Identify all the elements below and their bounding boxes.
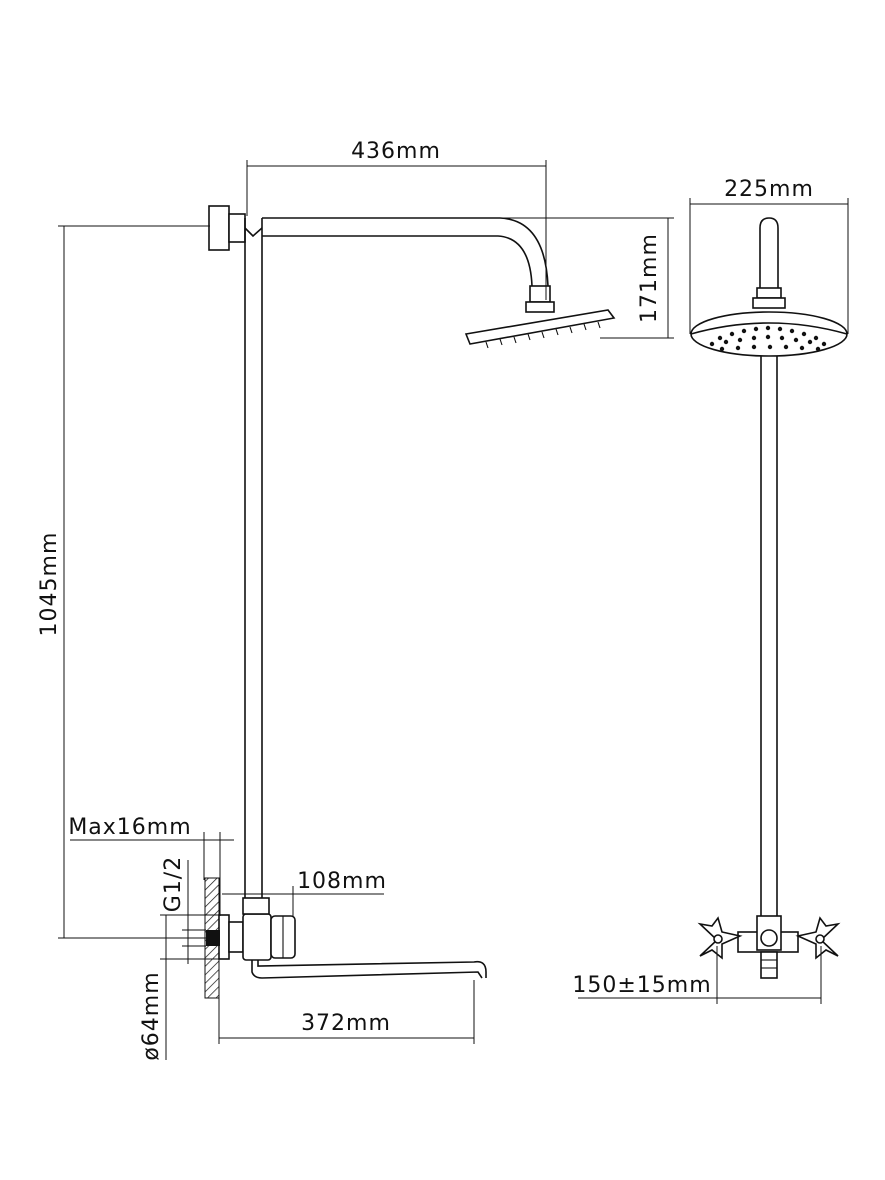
riser-junction [244, 227, 263, 238]
front-diverter [760, 929, 778, 947]
shower-head-side [464, 309, 616, 345]
spout-bottom [251, 960, 483, 979]
dim-label-150: 150±15mm [572, 973, 711, 998]
wall-flange [218, 914, 230, 960]
front-view [690, 217, 848, 979]
arm-nut [529, 285, 551, 303]
dim-label-372: 372mm [301, 1011, 391, 1036]
diverter-nut [242, 897, 270, 915]
dim-total-height: 1045mm [37, 225, 210, 939]
front-arm [759, 217, 779, 296]
dim-spout-length: 372mm [218, 960, 475, 1044]
dim-arm-drop: 171mm [480, 217, 674, 339]
dim-label-64: ø64mm [139, 971, 164, 1060]
right-cross-handle [795, 916, 841, 960]
bracket-collar [228, 213, 246, 243]
dim-label-thread: G1/2 [161, 856, 186, 912]
spout-top [257, 960, 487, 978]
dim-label-max16: Max16mm [68, 815, 191, 840]
shower-arm-top [262, 217, 549, 287]
side-view [204, 205, 616, 999]
shower-arm-bottom [262, 235, 533, 287]
mixer-eccentric [228, 921, 244, 953]
dim-thread: G1/2 [161, 856, 206, 964]
front-arm-nut [756, 287, 782, 299]
thread-insert [206, 930, 220, 946]
shower-head-holes [709, 325, 827, 352]
dim-arm-reach: 436mm [246, 139, 547, 300]
left-cross-handle [697, 916, 743, 960]
dim-label-225: 225mm [724, 177, 814, 202]
dim-label-436: 436mm [351, 139, 441, 164]
front-spout-outlet [760, 951, 778, 979]
front-arm-nut-lower [752, 297, 786, 309]
shower-head-rim [690, 322, 848, 335]
dim-wall-max: Max16mm [68, 815, 234, 916]
mixer-body [242, 913, 272, 961]
dim-mixer-offset: 108mm [222, 869, 387, 916]
dim-label-108: 108mm [297, 869, 387, 894]
dim-head-diameter: 225mm [689, 177, 849, 334]
dim-label-1045: 1045mm [37, 532, 62, 637]
wall-bracket [208, 205, 230, 251]
shower-head-front [690, 311, 848, 357]
dim-center-distance: 150±15mm [572, 946, 822, 1004]
dim-label-171: 171mm [637, 233, 662, 323]
shower-head-nozzles [485, 321, 601, 349]
dim-flange-diameter: ø64mm [139, 914, 220, 1061]
arm-nut-lower [525, 301, 555, 313]
